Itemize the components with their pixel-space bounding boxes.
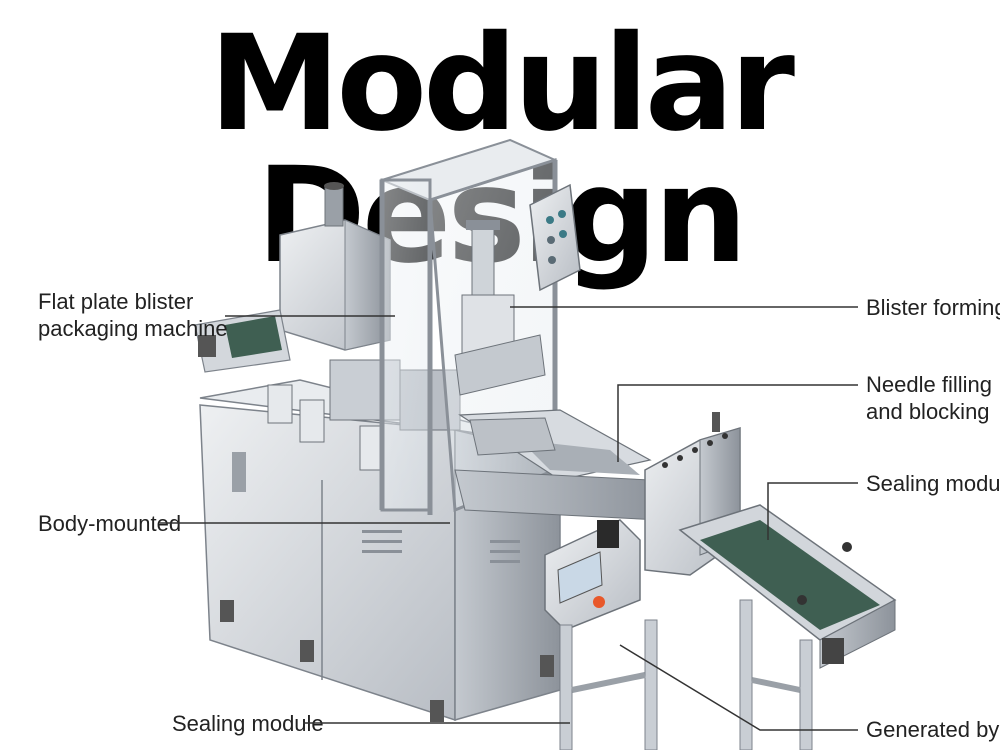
blister-conveyor: [454, 409, 661, 521]
label-generated-by: Generated by: [866, 717, 1000, 742]
control-box: [529, 183, 581, 292]
label-blister-forming: Blister forming: [866, 295, 1000, 320]
forming-cylinder: [454, 220, 546, 396]
support-frame: [559, 599, 813, 750]
label-sealing-module-bottom: Sealing module: [172, 711, 324, 736]
operator-panel: [544, 519, 641, 631]
label-sealing-module-right: Sealing module: [866, 471, 1000, 496]
label-needle-filling-line1: Needle filling: [866, 372, 992, 397]
outfeed-conveyor: [678, 504, 897, 669]
label-needle-filling-line2: and blocking: [866, 399, 990, 424]
label-flat-plate: Flat plate blister packaging machine: [38, 288, 228, 342]
label-needle-filling: Needle filling and blocking: [866, 371, 992, 425]
press-block: [279, 182, 391, 351]
label-flat-plate-line1: Flat plate blister: [38, 289, 194, 314]
label-flat-plate-line2: packaging machine: [38, 316, 228, 341]
infeed-conveyor: [194, 309, 291, 373]
label-body-mounted: Body-mounted: [38, 511, 182, 536]
